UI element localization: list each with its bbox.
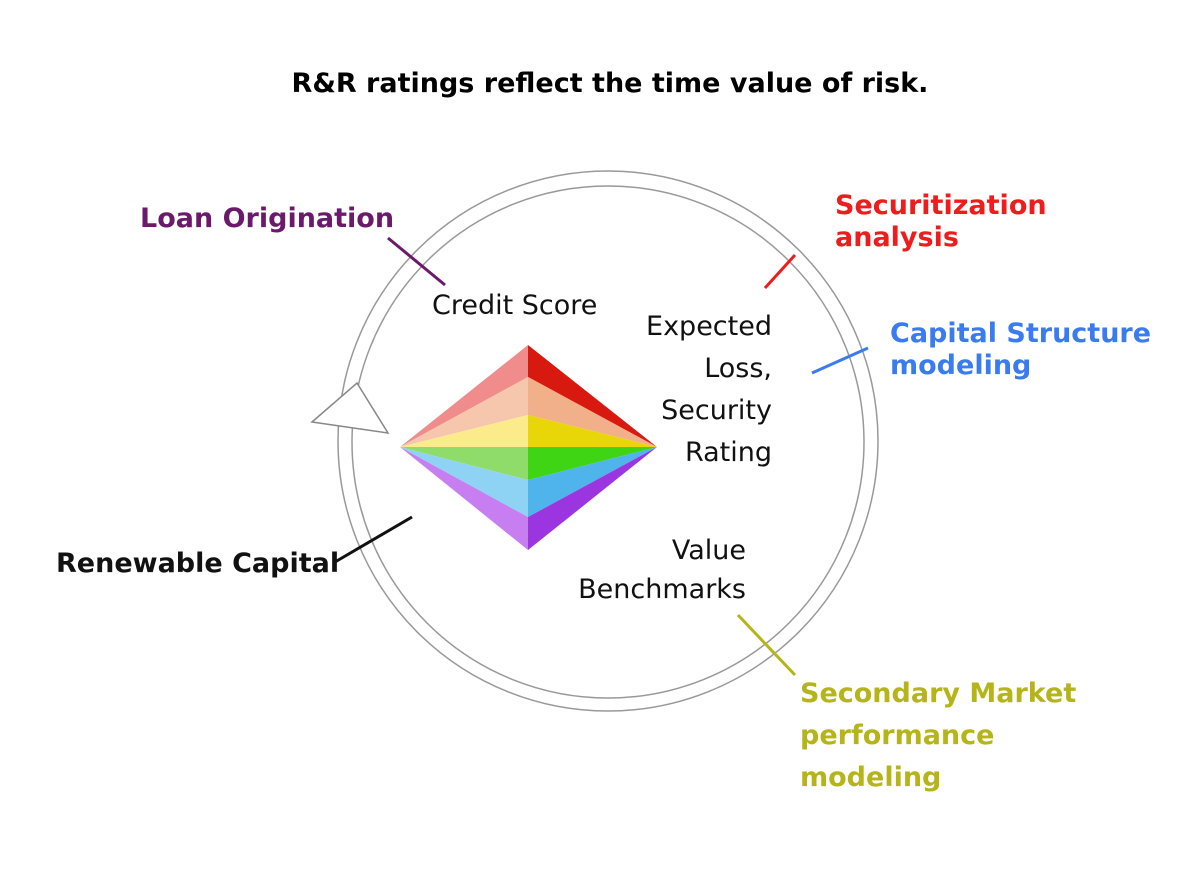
- diagram-title: R&R ratings reflect the time value of ri…: [291, 68, 929, 99]
- value-benchmarks-label: Value Benchmarks: [560, 531, 746, 609]
- secondary-market-leader: [736, 613, 797, 677]
- rainbow-diamond-icon: [400, 345, 657, 550]
- line: Security: [661, 394, 772, 426]
- line: modeling: [800, 761, 942, 793]
- securitization-label: Securitization analysis: [835, 190, 1047, 254]
- line: Secondary Market: [800, 678, 1077, 709]
- line: Rating: [684, 436, 772, 468]
- line: performance: [800, 719, 995, 751]
- line: Value: [671, 535, 746, 566]
- line: Expected: [646, 311, 772, 342]
- line: Securitization: [835, 190, 1047, 221]
- loan-origination-leader: [387, 236, 446, 287]
- credit-score-label: Credit Score: [432, 290, 598, 321]
- cycle-arrow-head: [310, 381, 390, 434]
- line: modeling: [890, 349, 1032, 381]
- loan-origination-label: Loan Origination: [140, 203, 395, 234]
- line: Benchmarks: [578, 574, 746, 606]
- securitization-leader: [763, 253, 797, 290]
- renewable-capital-label: Renewable Capital: [56, 548, 340, 579]
- secondary-market-label: Secondary Market performance modeling: [800, 673, 1076, 799]
- capital-structure-label: Capital Structure modeling: [890, 318, 1151, 382]
- line: analysis: [835, 221, 959, 253]
- inner-cycle-ring: [351, 185, 865, 699]
- outer-cycle-ring: [337, 170, 879, 712]
- renewable-capital-leader: [334, 515, 413, 564]
- expected-loss-label: Expected Loss, Security Rating: [620, 306, 772, 473]
- line: Capital Structure: [890, 318, 1152, 349]
- capital-structure-leader: [811, 346, 869, 375]
- line: Loss,: [704, 352, 772, 384]
